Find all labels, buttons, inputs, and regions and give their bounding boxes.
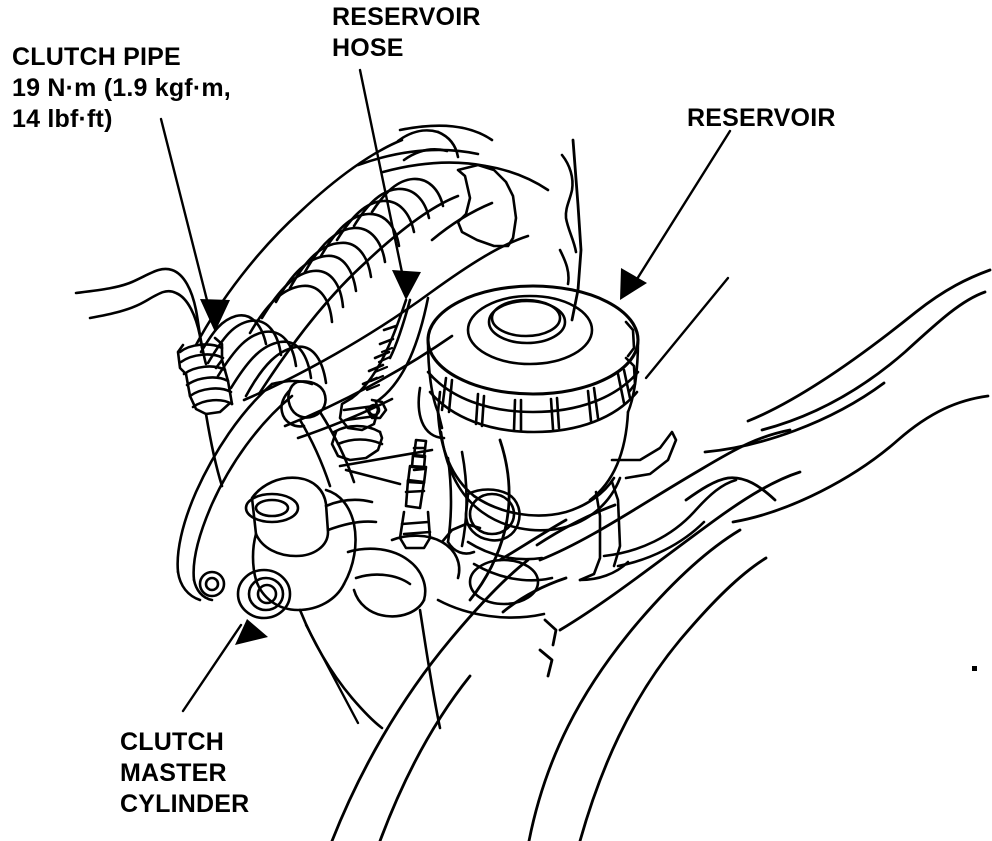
hose-clamp-small	[330, 424, 434, 486]
callout-label-clutch-master-cylinder: CLUTCH MASTER CYLINDER	[120, 728, 250, 818]
leader-clutch-pipe	[159, 117, 213, 318]
leader-lines	[159, 68, 732, 725]
reservoir-assembly	[426, 284, 738, 582]
master-cylinder	[236, 438, 554, 730]
reservoir-neck-clamp	[388, 298, 446, 440]
firewall-panel	[356, 124, 578, 286]
arrowheads	[200, 268, 647, 645]
leader-reservoir-hose	[358, 68, 406, 284]
reservoir-hose-short	[338, 296, 430, 432]
leader-reservoir-secondary	[644, 276, 730, 380]
callout-label-clutch-pipe: CLUTCH PIPE 19 N·m (1.9 kgf·m, 14 lbf·ft…	[12, 43, 231, 133]
scan-speck	[972, 666, 977, 671]
arrowhead-clutch-pipe	[200, 299, 230, 332]
arrowhead-clutch-master-cylinder	[235, 619, 268, 645]
arrowhead-reservoir-hose	[392, 270, 421, 300]
callout-label-reservoir: RESERVOIR	[687, 104, 836, 132]
mounting-bracket	[176, 379, 356, 602]
hatch-marks	[365, 346, 394, 392]
leader-cmc-secondary	[304, 623, 360, 725]
leader-reservoir	[630, 129, 732, 289]
clutch-pipe	[74, 267, 234, 488]
callout-label-reservoir-hose: RESERVOIR HOSE	[332, 3, 481, 62]
arrowhead-reservoir	[620, 268, 647, 300]
leader-clutch-master-cylinder	[181, 623, 243, 713]
